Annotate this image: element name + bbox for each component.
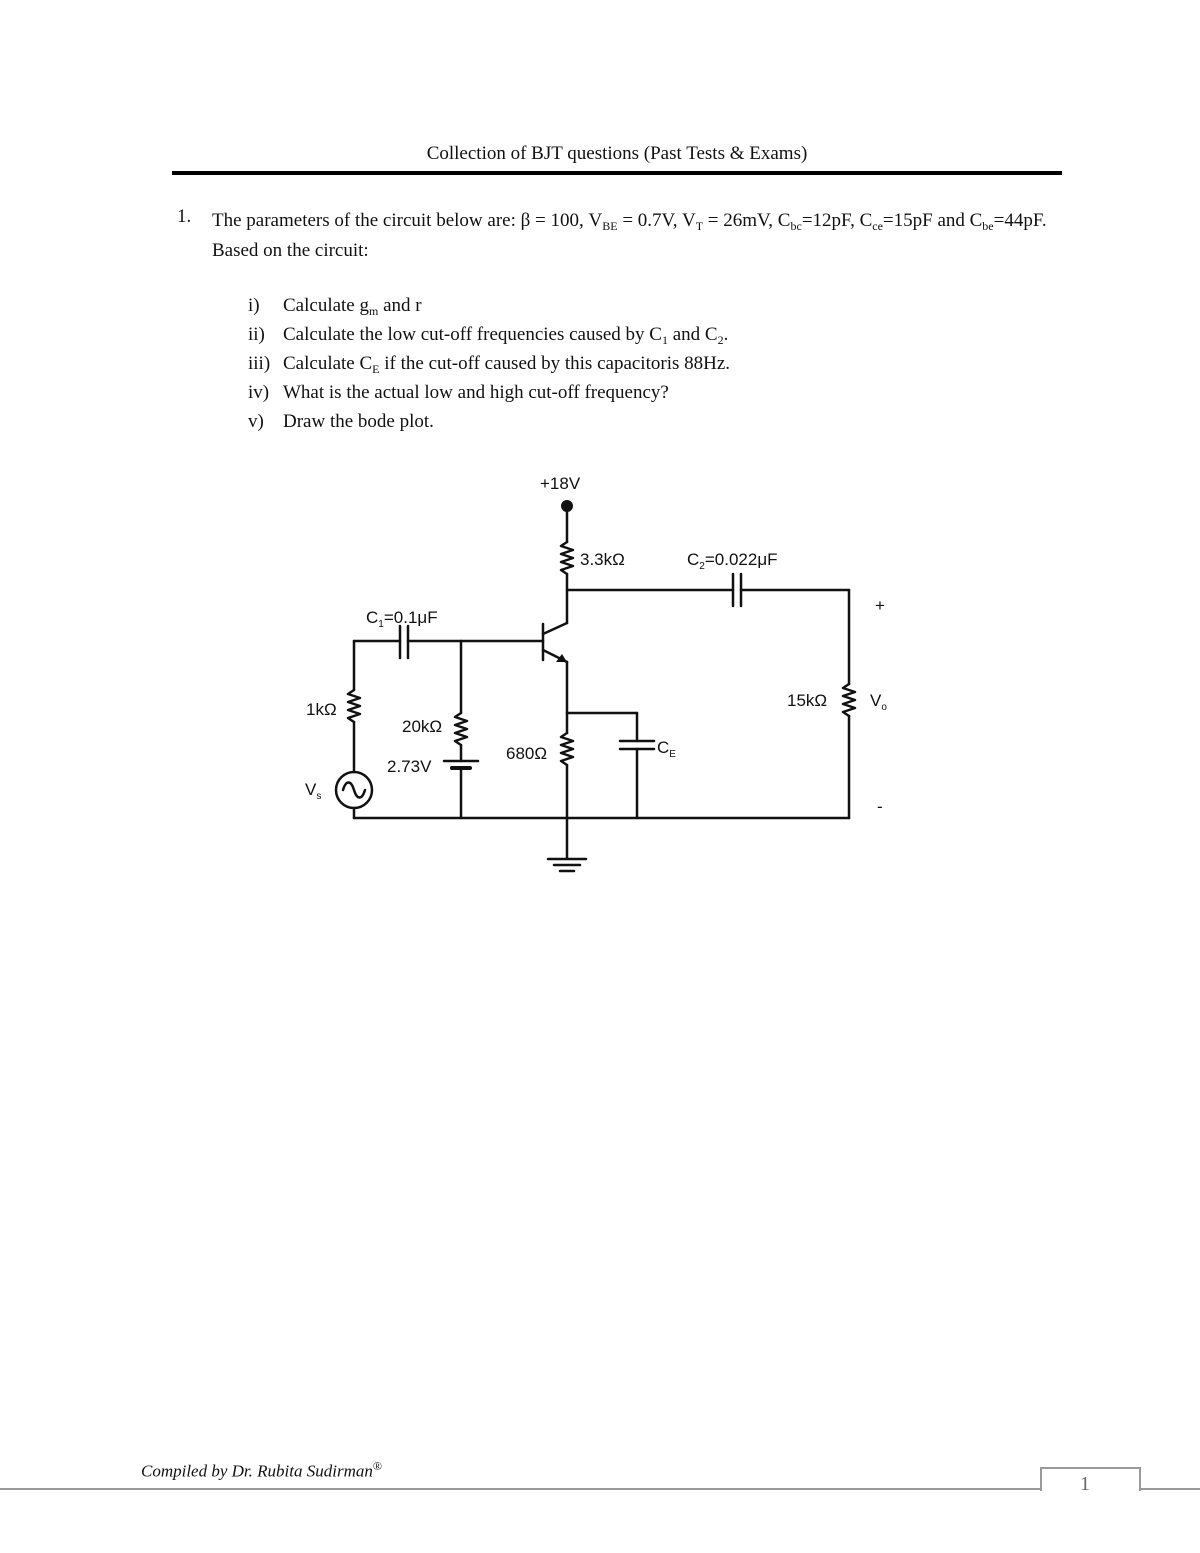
page-title: Collection of BJT questions (Past Tests …	[426, 143, 808, 164]
re-label: 680Ω	[506, 744, 547, 763]
vcc-label: +18V	[540, 474, 581, 493]
list-item: v)Draw the bode plot.	[248, 411, 434, 432]
rs-label: 1kΩ	[306, 700, 337, 719]
footer-rule	[0, 1488, 1200, 1490]
transistor-collector	[541, 621, 569, 636]
vcc-node	[561, 500, 573, 512]
rb-label: 20kΩ	[402, 717, 442, 736]
output-minus-label: -	[877, 797, 883, 816]
output-plus-label: +	[875, 596, 885, 615]
rl-label: 15kΩ	[787, 691, 827, 710]
resistor-re	[559, 731, 575, 767]
vs-label: Vs	[305, 780, 321, 802]
question-number: 1.	[177, 206, 192, 227]
vo-label: Vo	[870, 691, 887, 713]
ac-wave	[341, 781, 367, 799]
bjt-amplifier-circuit: +18V 3.3kΩ C2=0.022μF C1=0.1μF 1kΩ Vs 20…	[305, 474, 887, 873]
ce-label: CE	[657, 738, 676, 760]
list-item: iii)Calculate CE if the cut-off caused b…	[248, 353, 731, 376]
page-number: 1	[1080, 1473, 1090, 1495]
footer-compiled-by: Compiled by Dr. Rubita Sudirman®	[141, 1459, 382, 1481]
resistor-rc	[559, 540, 575, 576]
c1-label: C1=0.1μF	[366, 608, 438, 630]
resistor-rl	[841, 682, 857, 718]
header-rule	[172, 171, 1062, 175]
question-intro: The parameters of the circuit below are:…	[212, 210, 1047, 261]
rc-label: 3.3kΩ	[580, 550, 625, 569]
list-item: ii)Calculate the low cut-off frequencies…	[248, 324, 729, 347]
page-number-tab	[1040, 1467, 1141, 1491]
list-item: iv)What is the actual low and high cut-o…	[248, 382, 669, 403]
resistor-rs	[346, 688, 362, 724]
resistor-rb	[453, 711, 469, 747]
vbb-label: 2.73V	[387, 757, 432, 776]
question-items: i)Calculate gm and r ii)Calculate the lo…	[248, 291, 730, 436]
c2-label: C2=0.022μF	[687, 550, 778, 572]
list-item: i)Calculate gm and r	[248, 295, 422, 318]
emitter-arrow	[556, 654, 567, 662]
